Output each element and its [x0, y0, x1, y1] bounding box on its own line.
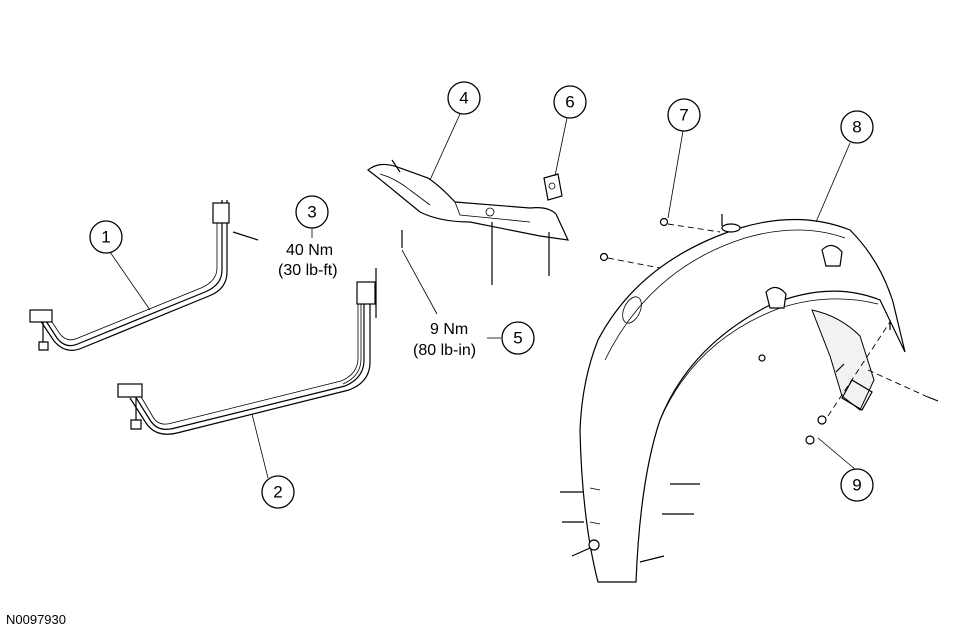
svg-text:7: 7 [679, 106, 688, 125]
svg-text:2: 2 [273, 483, 282, 502]
svg-text:4: 4 [459, 89, 468, 108]
svg-text:3: 3 [307, 203, 316, 222]
torque-spec-5: 9 Nm (80 lb-in) [413, 321, 476, 359]
svg-text:5: 5 [513, 329, 522, 348]
callout-1: 1 [89, 220, 123, 254]
svg-text:9: 9 [852, 476, 861, 495]
callout-2: 2 [261, 475, 295, 509]
callout-8: 8 [840, 110, 874, 144]
callout-4: 4 [447, 81, 481, 115]
leader-lines [109, 113, 857, 479]
svg-text:8: 8 [852, 118, 861, 137]
bracket-4 [367, 159, 570, 285]
callout-3: 3 [295, 195, 329, 238]
svg-text:1: 1 [101, 228, 110, 247]
callout-5: 5 [501, 321, 535, 355]
torque-metric-5: 9 Nm [430, 321, 468, 338]
callout-6: 6 [553, 85, 587, 119]
torque-spec-3: 40 Nm (30 lb-ft) [278, 242, 338, 279]
nut-6 [543, 173, 563, 201]
torque-imperial-5: (80 lb-in) [413, 342, 476, 359]
fuel-tank-strap-2 [117, 268, 377, 435]
fuel-tank-strap-1 [29, 200, 259, 351]
fasteners [560, 217, 939, 563]
callout-9: 9 [840, 468, 874, 502]
torque-metric-3: 40 Nm [286, 242, 333, 259]
svg-text:6: 6 [565, 93, 574, 112]
figure-id: N0097930 [6, 612, 66, 627]
torque-imperial-3: (30 lb-ft) [278, 262, 338, 279]
wheelhouse-liner-8 [579, 214, 906, 583]
callout-7: 7 [667, 98, 701, 132]
